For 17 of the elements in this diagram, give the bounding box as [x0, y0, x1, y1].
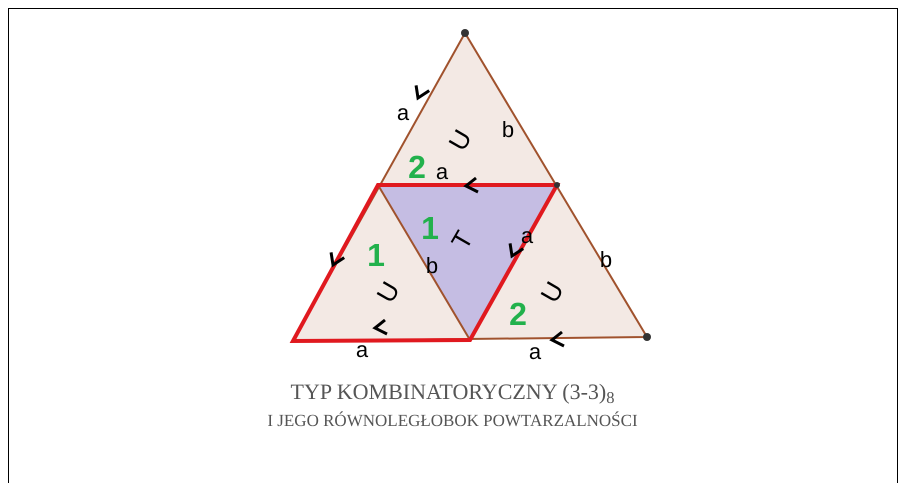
tile-number: 2 [408, 151, 426, 183]
side-letter: a [436, 161, 448, 183]
side-letter: b [426, 255, 438, 277]
side-letter: a [356, 339, 368, 361]
tile-number: 2 [509, 298, 527, 330]
tile-symbol: U [372, 277, 404, 307]
tile-symbol: U [536, 277, 568, 307]
side-letter: b [502, 119, 514, 141]
side-letter: a [396, 102, 410, 124]
caption: TYP KOMBINATORYCZNY (3-3)$_{8}$ [290, 378, 614, 406]
side-letter: b [600, 249, 612, 271]
side-letter: a [528, 341, 542, 363]
tile-symbol: U [444, 125, 476, 155]
tile-symbol: T [446, 226, 478, 254]
tile-number: 1 [367, 239, 385, 271]
caption-subtitle: I JEGO RÓWNOLEGŁOBOK POWTARZALNOŚCI [267, 410, 638, 431]
tile-number: 1 [421, 212, 439, 244]
